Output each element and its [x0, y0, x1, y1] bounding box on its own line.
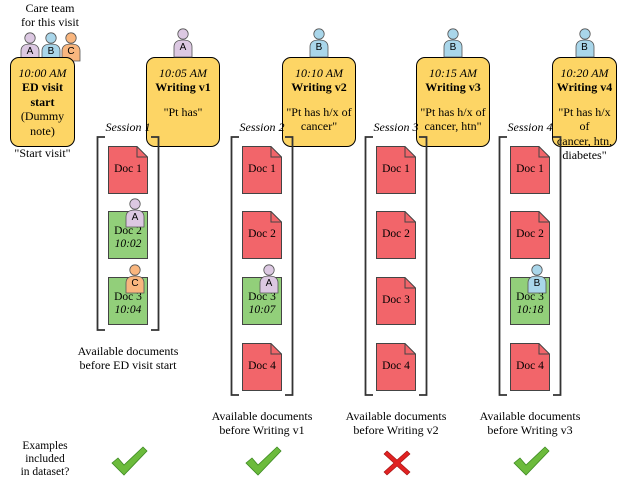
document-icon: Doc 2 — [242, 211, 282, 259]
session-label: Session 2 — [239, 120, 285, 134]
event-title: Writing v2 — [291, 80, 347, 95]
check-icon — [109, 445, 149, 477]
document-name: Doc 2 — [114, 225, 142, 237]
document-icon: Doc 1 — [376, 146, 416, 194]
doc-author-a-icon: A — [259, 264, 279, 294]
session-caption: Available documents before ED visit star… — [77, 344, 179, 373]
care-team-label: Care team for this visit — [20, 1, 79, 29]
person-label: A — [265, 278, 273, 289]
author-a-icon: A — [173, 28, 193, 58]
document-time: 10:04 — [114, 304, 142, 316]
document-name: Doc 4 — [516, 360, 544, 372]
event-time: 10:20 AM — [560, 66, 609, 80]
document-name: Doc 4 — [248, 360, 276, 372]
clinician-a-icon: A — [20, 32, 40, 62]
document-icon: Doc 4 — [510, 343, 550, 391]
document-icon: Doc 4 — [376, 343, 416, 391]
document-icon: Doc 1 — [242, 146, 282, 194]
event-title: Writing v3 — [425, 80, 481, 95]
event-note: "Start visit" — [14, 145, 71, 160]
author-b-icon: B — [575, 28, 595, 58]
person-label: A — [131, 212, 139, 223]
person-label: B — [449, 42, 457, 53]
document-name: Doc 1 — [248, 163, 276, 175]
document-icon: Doc 3 — [376, 277, 416, 325]
document-icon: Doc 1 — [108, 146, 148, 194]
session-caption: Available documents before Writing v3 — [479, 409, 581, 438]
document-icon: Doc 2 — [376, 211, 416, 259]
author-b-icon: B — [443, 28, 463, 58]
event-subtitle: (Dummy note) — [20, 109, 65, 138]
document-icon: Doc 4 — [242, 343, 282, 391]
doc-author-a-icon: A — [125, 198, 145, 228]
event-time: 10:10 AM — [294, 66, 344, 80]
check-icon — [511, 445, 551, 477]
event-time: 10:15 AM — [428, 66, 478, 80]
document-name: Doc 2 — [516, 228, 544, 240]
check-icon — [243, 445, 283, 477]
person-label: A — [26, 46, 34, 57]
document-name: Doc 1 — [114, 163, 142, 175]
person-label: C — [67, 46, 75, 57]
examples-label: Examples included in dataset? — [20, 440, 70, 479]
session-label: Session 3 — [373, 120, 419, 134]
document-icon: Doc 1 — [510, 146, 550, 194]
document-name: Doc 3 — [382, 294, 410, 306]
session-caption: Available documents before Writing v2 — [345, 409, 447, 438]
document-name: Doc 2 — [382, 228, 410, 240]
person-label: C — [131, 278, 139, 289]
doc-author-b-icon: B — [527, 264, 547, 294]
session-bracket — [364, 136, 428, 396]
event-time: 10:00 AM — [18, 66, 67, 80]
document-name: Doc 3 — [516, 291, 544, 303]
document-time: 10:02 — [114, 238, 142, 250]
document-name: Doc 3 — [114, 291, 142, 303]
session-label: Session 4 — [507, 120, 553, 134]
document-name: Doc 1 — [516, 163, 544, 175]
document-icon: Doc 2 — [510, 211, 550, 259]
document-time: 10:18 — [516, 304, 544, 316]
clinician-c-icon: C — [61, 32, 81, 62]
session-caption: Available documents before Writing v1 — [211, 409, 313, 438]
session-bracket — [498, 136, 562, 396]
document-name: Doc 2 — [248, 228, 276, 240]
person-label: B — [315, 42, 323, 53]
document-name: Doc 4 — [382, 360, 410, 372]
person-label: B — [533, 278, 541, 289]
person-label: B — [581, 42, 588, 53]
event-title: ED visit start — [21, 80, 63, 109]
event-note: "Pt has" — [163, 104, 203, 119]
person-label: B — [47, 46, 55, 57]
event-title: Writing v1 — [155, 80, 211, 95]
person-label: A — [179, 42, 187, 53]
document-name: Doc 1 — [382, 163, 410, 175]
cross-icon — [377, 445, 417, 477]
document-name: Doc 3 — [248, 291, 276, 303]
doc-author-c-icon: C — [125, 264, 145, 294]
session-bracket — [230, 136, 294, 396]
author-b-icon: B — [309, 28, 329, 58]
event-title: Writing v4 — [556, 80, 613, 95]
event-note: "Pt has h/x of cancer, htn" — [420, 104, 486, 134]
session-bracket — [96, 136, 160, 331]
event-note: "Pt has h/x of cancer" — [286, 104, 352, 134]
event-note: "Pt has h/x of cancer, htn, diabetes" — [556, 104, 613, 162]
document-time: 10:07 — [248, 304, 276, 316]
session-label: Session 1 — [105, 120, 151, 134]
clinician-b-icon: B — [41, 32, 61, 62]
event-time: 10:05 AM — [158, 66, 208, 80]
